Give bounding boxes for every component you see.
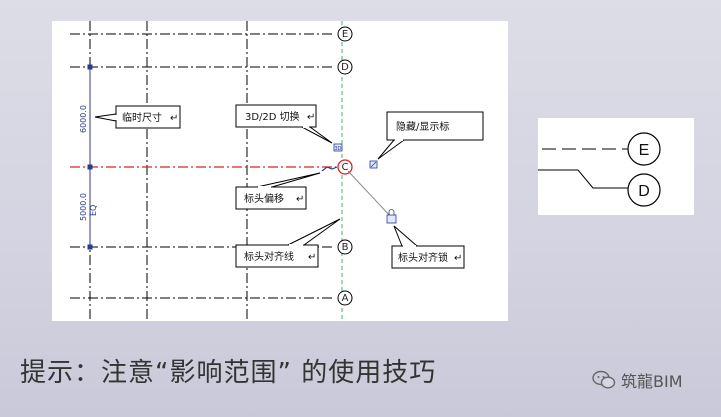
- callout-align-lock-text: 标头对齐锁: [398, 251, 448, 264]
- brand-name: 筑龍BIM: [621, 372, 683, 391]
- callout-mark: ↵: [308, 252, 316, 263]
- callout-temp-dimension-text: 临时尺寸: [122, 111, 162, 124]
- dimension-handle[interactable]: [87, 164, 93, 170]
- callout-toggle-3d2d-text: 3D/2D 切换: [245, 110, 300, 123]
- callout-head-offset-text: 标头偏移: [244, 192, 284, 205]
- dimension-eq-label[interactable]: EQ: [89, 205, 98, 216]
- svg-text:3D: 3D: [334, 146, 341, 152]
- grid-line-d-elbow: [538, 169, 628, 189]
- head-offset-icon[interactable]: [321, 166, 338, 172]
- grid-bubble-e[interactable]: [337, 26, 353, 42]
- callout-toggle-3d2d: 3D/2D 切换 ↵: [235, 104, 333, 144]
- dimension-value-lower[interactable]: 5000.0: [79, 193, 88, 221]
- callout-head-offset: 标头偏移 ↵: [235, 172, 321, 210]
- hide-show-bubble-icon[interactable]: [369, 160, 378, 169]
- grid-bubble-b[interactable]: [337, 239, 353, 255]
- grid-bubble-a[interactable]: [337, 290, 353, 306]
- grid-bubble-a-label: A: [342, 293, 349, 304]
- grid-bubble-e-detail: [627, 132, 661, 166]
- grid-bubble-c[interactable]: [337, 159, 353, 175]
- brand-watermark: 筑龍BIM: [592, 365, 683, 395]
- grid-bubble-b-label: B: [342, 242, 349, 253]
- callout-mark: ↵: [307, 112, 315, 123]
- dimension-value-upper[interactable]: 6000.0: [79, 105, 88, 133]
- grid-bubble-d-detail-label: D: [638, 183, 650, 200]
- grid-bubble-e-detail-label: E: [639, 142, 650, 159]
- callout-mark: ↵: [296, 194, 304, 205]
- grid-diagram: 6000.0 5000.0 EQ E D C B A 3D: [70, 21, 484, 321]
- callout-align-lock: 标头对齐锁 ↵: [391, 225, 465, 269]
- grid-diagram-panel: 6000.0 5000.0 EQ E D C B A 3D: [52, 21, 508, 321]
- grid-head-detail: E D: [538, 132, 661, 207]
- wechat-icon: [592, 370, 616, 389]
- grid-bubble-d-detail: [627, 173, 661, 207]
- grid-bubble-c-label: C: [342, 162, 349, 173]
- align-lock-leader: [347, 170, 393, 219]
- callout-hide-show: 隐藏/显示标: [377, 111, 484, 160]
- tip-caption: 提示：注意“影响范围” 的使用技巧: [20, 358, 437, 388]
- grid-bubble-d-label: D: [341, 62, 349, 73]
- callout-temp-dimension: 临时尺寸 ↵: [94, 105, 181, 129]
- callout-mark: ↵: [454, 253, 462, 264]
- callout-align-line-text: 标头对齐线: [244, 250, 294, 263]
- toggle-3d2d-icon[interactable]: 3D: [333, 143, 343, 152]
- align-lock-icon[interactable]: [386, 209, 397, 224]
- dimension-handle[interactable]: [87, 244, 93, 250]
- dimension-handle[interactable]: [87, 64, 93, 70]
- grid-bubble-d[interactable]: [337, 59, 353, 75]
- grid-bubble-e-label: E: [342, 29, 348, 40]
- callout-mark: ↵: [170, 113, 178, 124]
- callout-align-line: 标头对齐线 ↵: [235, 218, 341, 268]
- callout-hide-show-text: 隐藏/显示标: [396, 121, 449, 133]
- grid-head-detail-panel: E D: [538, 118, 694, 215]
